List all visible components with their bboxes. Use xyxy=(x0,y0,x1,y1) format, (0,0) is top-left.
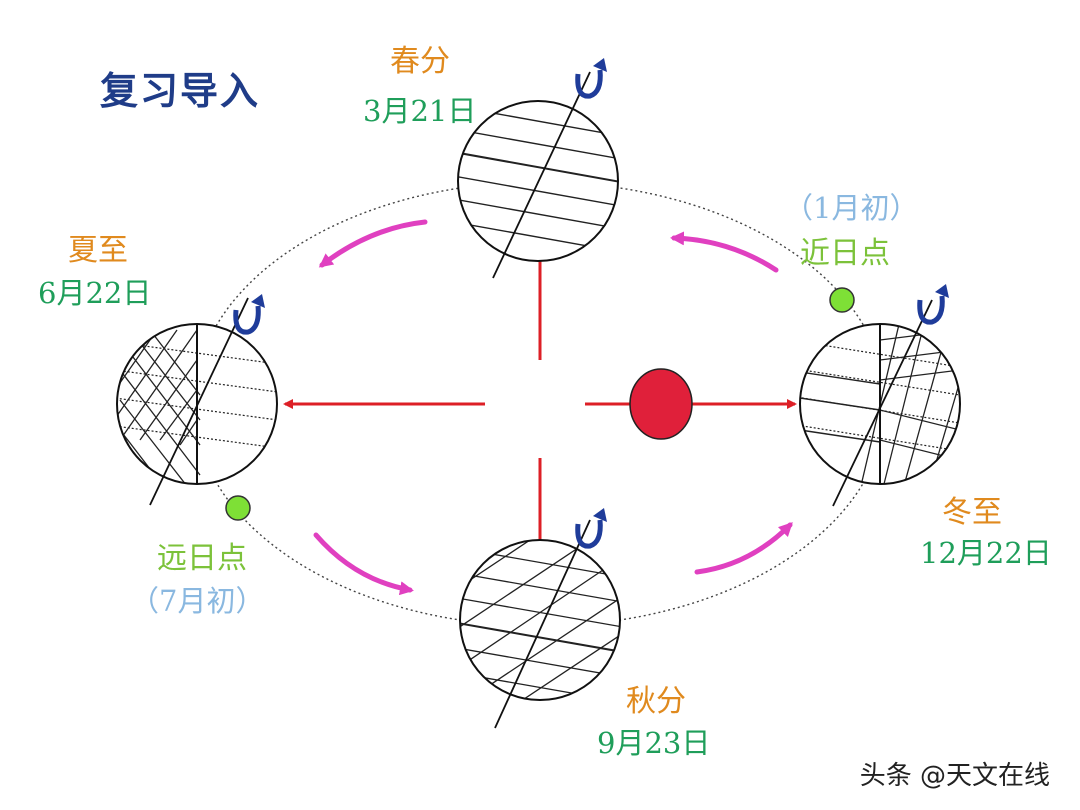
summer-solstice-date: 6月22日 xyxy=(38,276,152,310)
earth-autumn-equinox xyxy=(459,508,621,729)
spin-arrow-icon xyxy=(575,519,603,549)
spring-equinox-date: 3月21日 xyxy=(363,94,477,128)
orbit-direction-arrows xyxy=(313,219,793,596)
winter-solstice-date: 12月22日 xyxy=(920,536,1052,570)
perihelion-label: 近日点 xyxy=(800,236,890,271)
autumn-equinox-date: 9月23日 xyxy=(597,726,711,760)
summer-solstice-term: 夏至 xyxy=(68,233,128,268)
aphelion-dot xyxy=(225,495,251,521)
spin-arrow-icon xyxy=(575,69,603,99)
page-title: 复习导入 xyxy=(100,69,261,113)
aphelion-time: （7月初） xyxy=(130,584,265,618)
spring-equinox-term: 春分 xyxy=(390,44,450,79)
autumn-equinox-term: 秋分 xyxy=(626,684,686,719)
perihelion-dot xyxy=(829,287,855,313)
earth-summer-solstice xyxy=(116,294,278,506)
spin-arrow-icon xyxy=(233,305,261,335)
spin-arrow-icon xyxy=(917,295,945,325)
winter-solstice-term: 冬至 xyxy=(942,495,1002,530)
earth-winter-solstice xyxy=(799,284,961,507)
watermark: 头条 @天文在线 xyxy=(859,761,1050,791)
earth-spring-equinox xyxy=(457,58,619,279)
aphelion-label: 远日点 xyxy=(157,541,247,576)
perihelion-time: （1月初） xyxy=(784,191,919,225)
sun xyxy=(629,368,693,440)
